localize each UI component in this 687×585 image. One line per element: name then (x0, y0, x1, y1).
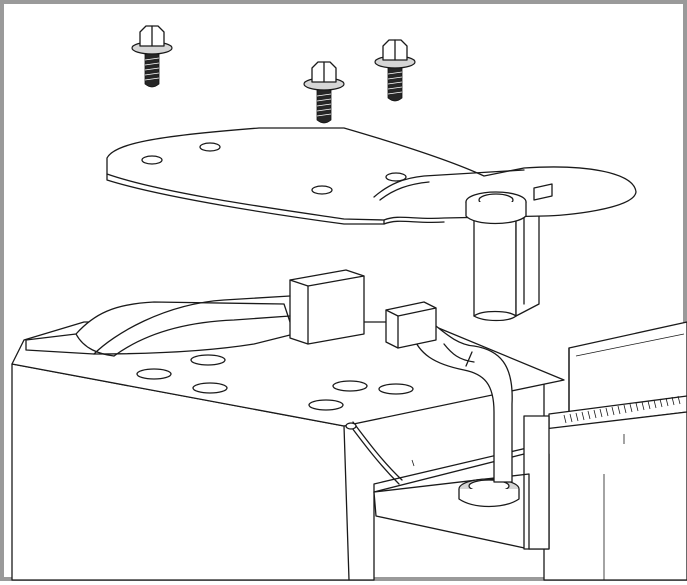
ground-cable (411, 315, 513, 483)
harness-connector (289, 269, 365, 345)
ground-wire (345, 421, 403, 485)
flange-screw-icon (303, 61, 345, 124)
battery-box (543, 321, 687, 581)
flange-screw-icon (131, 25, 173, 88)
wire-connector (385, 301, 437, 349)
flange-screw-icon (374, 39, 416, 102)
mounting-bracket (106, 127, 637, 322)
wire-harness (93, 295, 291, 357)
assembly-illustration (11, 25, 687, 581)
